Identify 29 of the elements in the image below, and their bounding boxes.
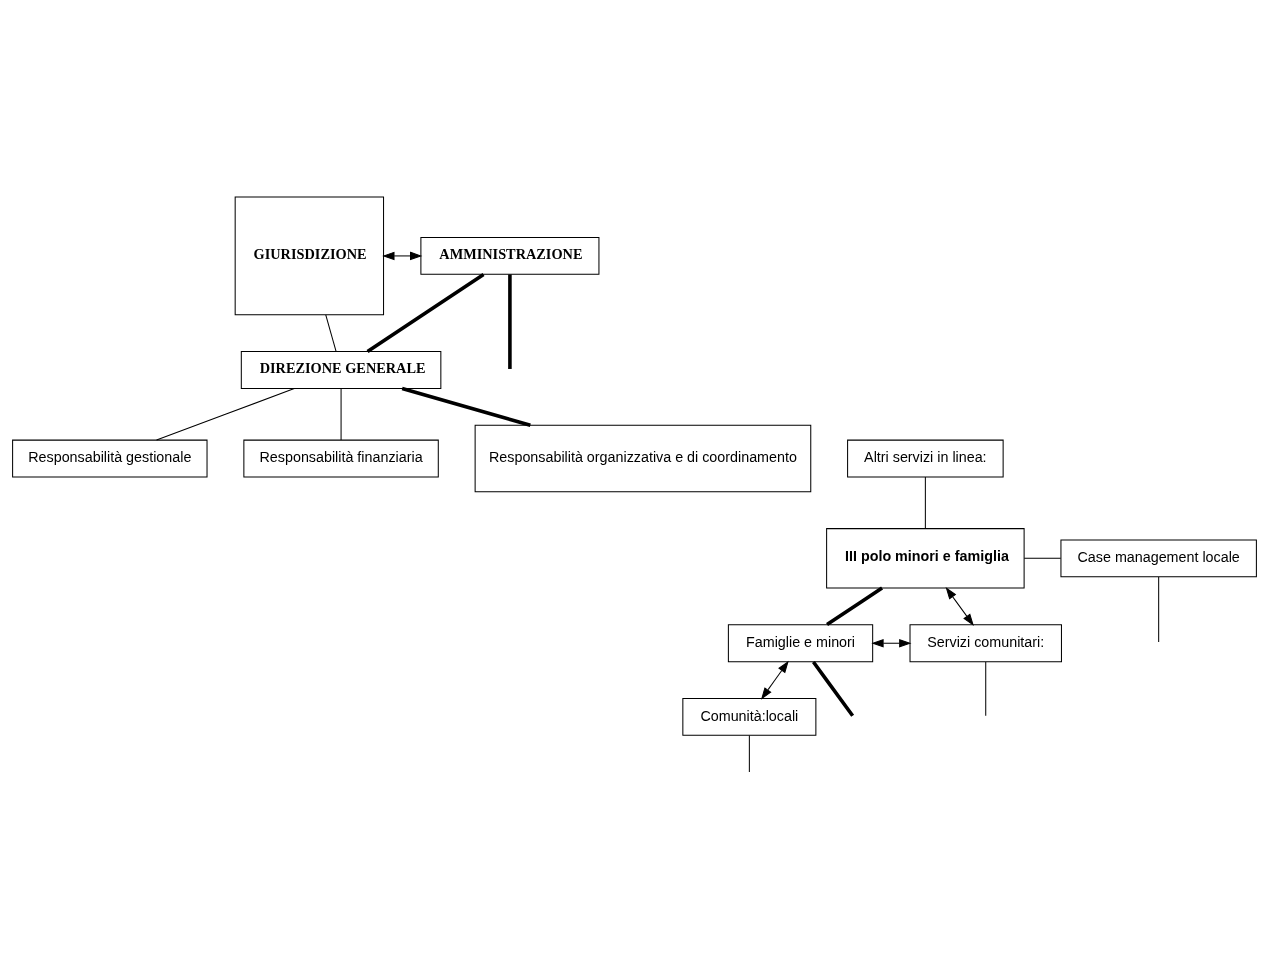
connector bbox=[325, 314, 337, 352]
node-box: DIREZIONE GENERALE bbox=[240, 351, 442, 389]
node-box: III polo minori e famiglia bbox=[826, 528, 1025, 589]
connector bbox=[1158, 576, 1160, 643]
node-box: Altri servizi in linea: bbox=[847, 439, 1004, 478]
connector bbox=[826, 586, 884, 627]
node-box: Responsabilità finanziaria bbox=[243, 439, 439, 478]
node-box: Servizi comunitari: bbox=[909, 624, 1062, 663]
node-box: GIURISDIZIONE bbox=[234, 196, 385, 316]
connector bbox=[366, 272, 485, 353]
node-box: Responsabilità organizzativa e di coordinamento bbox=[474, 424, 812, 493]
connector bbox=[508, 274, 512, 369]
node-box: AMMINISTRAZIONE bbox=[420, 237, 600, 275]
node-box: Comunità:locali bbox=[682, 698, 817, 736]
connector bbox=[924, 476, 926, 529]
connector bbox=[748, 734, 750, 773]
connector bbox=[985, 661, 987, 717]
arrow bbox=[382, 251, 423, 261]
connector bbox=[1023, 557, 1062, 559]
connector bbox=[401, 386, 531, 427]
arrow bbox=[945, 587, 974, 626]
node-box: Famiglie e minori bbox=[727, 624, 874, 663]
arrow bbox=[871, 638, 912, 648]
node-box: Case management locale bbox=[1060, 539, 1257, 578]
connector bbox=[156, 388, 295, 441]
connector bbox=[812, 660, 855, 717]
connector bbox=[340, 388, 342, 441]
node-box: Responsabilità gestionale bbox=[12, 439, 208, 478]
arrow bbox=[760, 660, 789, 700]
